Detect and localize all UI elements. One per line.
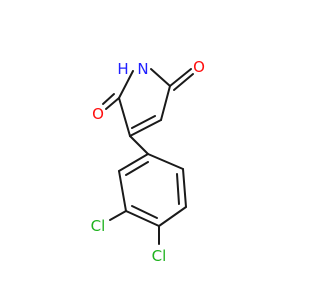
bond-ph5-ph6 xyxy=(118,170,127,212)
atom-label-h: H xyxy=(117,60,128,78)
bond-c2-c3 xyxy=(160,85,171,121)
atom-label-n: N xyxy=(137,60,148,78)
bond-ph6-ph1 xyxy=(118,153,149,172)
atom-label-cl-lower: Cl xyxy=(152,247,167,265)
bond-n-c5 xyxy=(118,70,134,99)
bond-c2-o-top-double xyxy=(173,73,194,91)
bond-ph2-ph3 xyxy=(182,168,187,208)
bond-ph6-ph1-inner xyxy=(125,161,149,176)
bond-c5-o-left xyxy=(105,97,120,110)
bond-ph4-ph5-inner xyxy=(131,205,158,219)
bond-c4-c5 xyxy=(118,97,131,137)
atom-label-cl-upper: Cl xyxy=(91,217,106,235)
bond-ph5-cl-upper xyxy=(109,210,127,221)
molecule-diagram: N H O O Cl Cl xyxy=(91,58,205,265)
atom-label-o-top: O xyxy=(193,58,205,76)
bond-c4-phenyl xyxy=(129,135,149,155)
atom-label-o-left: O xyxy=(92,105,104,123)
structure-drawing: N H O O Cl Cl xyxy=(91,58,205,265)
bond-ph2-ph3-inner xyxy=(176,173,180,205)
bond-ph4-ph5 xyxy=(125,210,160,227)
bond-c5-o-left-double xyxy=(102,93,115,105)
bond-ph1-ph2 xyxy=(147,153,184,170)
bond-c3-c4 xyxy=(129,119,162,137)
bond-c3-c4-double xyxy=(131,115,156,129)
bond-n-c2 xyxy=(150,68,171,87)
bond-ph3-ph4 xyxy=(158,206,187,227)
bond-c2-o-top xyxy=(169,68,192,87)
